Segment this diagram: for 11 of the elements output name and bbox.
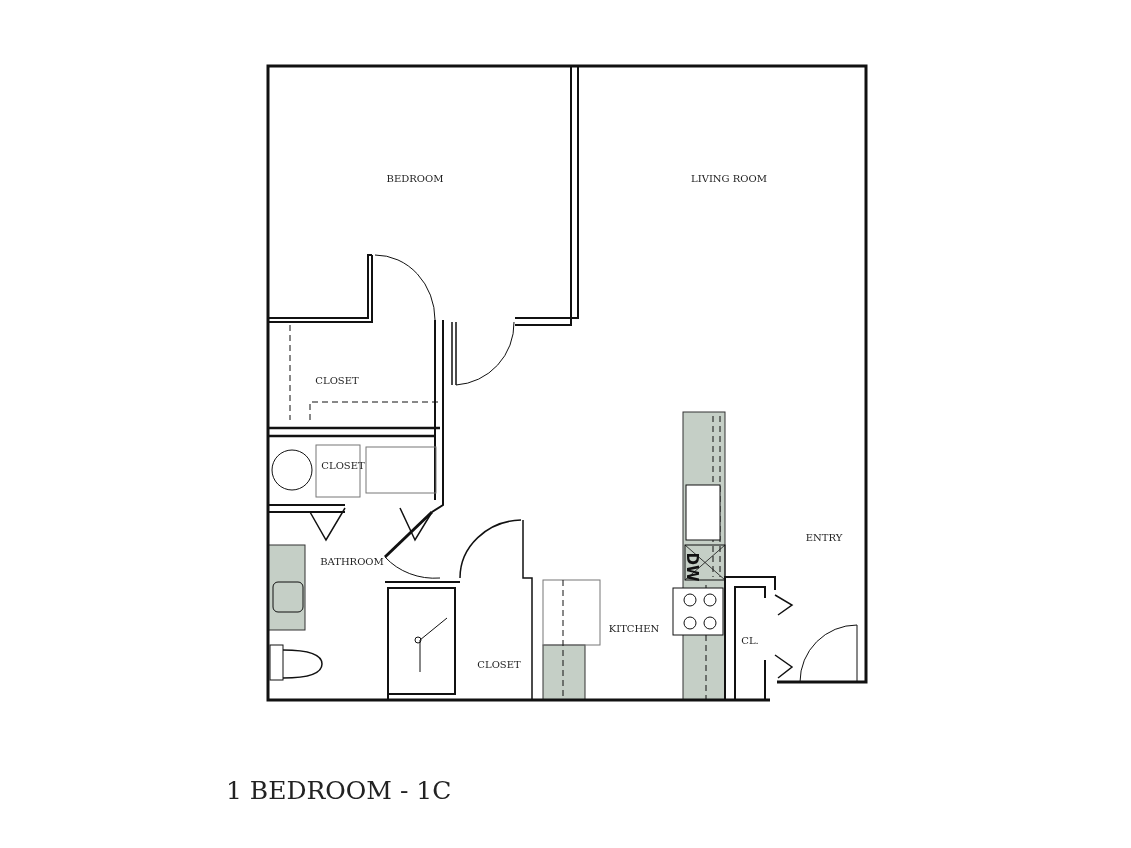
room-label: CLOSET	[477, 658, 521, 670]
room-label: LIVING ROOM	[691, 172, 767, 184]
room-label: ENTRY	[805, 531, 843, 543]
room-label: CLOSET	[315, 374, 359, 386]
room-label: KITCHEN	[608, 622, 660, 634]
room-label: CLOSET	[321, 459, 365, 471]
appliance-label: DW	[683, 552, 701, 582]
room-label: BEDROOM	[386, 172, 444, 184]
plan-title: 1 BEDROOM - 1C	[226, 776, 452, 805]
room-label: BATHROOM	[320, 555, 384, 567]
room-label: CL.	[741, 634, 759, 646]
